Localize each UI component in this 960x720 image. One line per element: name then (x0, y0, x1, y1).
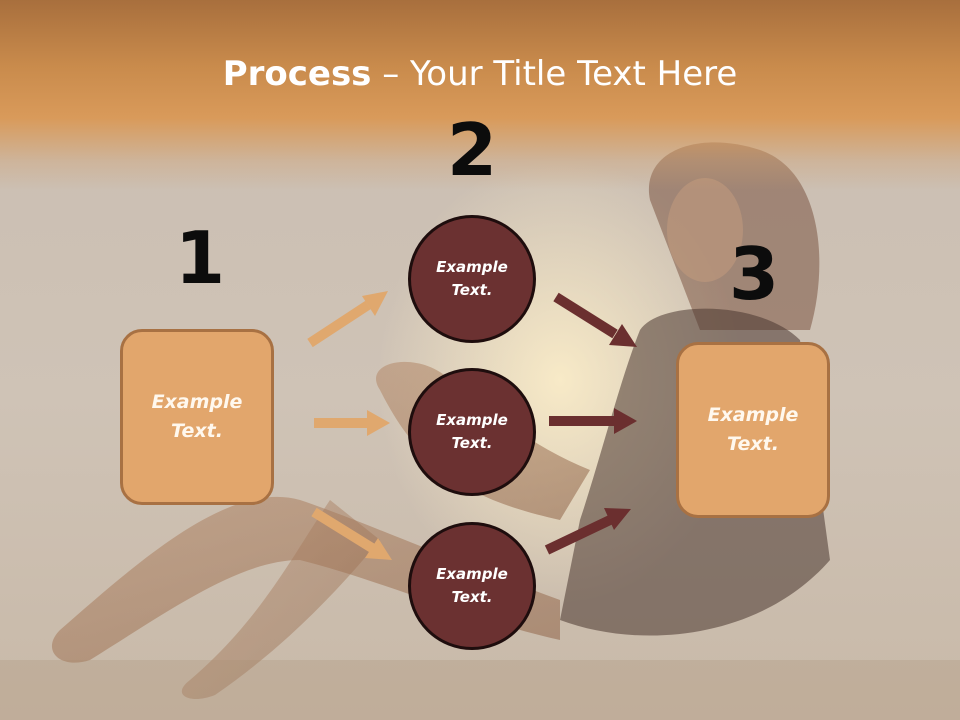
step-2-circle-middle-text: Example Text. (436, 411, 508, 452)
step-2-circle-middle[interactable]: Example Text. (408, 368, 536, 496)
arrow-2-to-3-top (553, 292, 637, 347)
step-2-circle-top-text: Example Text. (436, 258, 508, 299)
slide-title[interactable]: Process – Your Title Text Here (0, 52, 960, 96)
step-2-circle-bottom[interactable]: Example Text. (408, 522, 536, 650)
arrow-1-to-2-top (307, 291, 388, 348)
step-1-text: Example Text. (151, 391, 243, 442)
step-number-2: 2 (446, 108, 498, 192)
title-rest: – Your Title Text Here (371, 54, 738, 94)
arrow-1-to-2-bottom (311, 507, 392, 560)
step-1-box[interactable]: Example Text. (120, 329, 274, 505)
arrow-2-to-3-bottom (544, 508, 631, 555)
step-2-circle-bottom-text: Example Text. (436, 565, 508, 606)
title-strong: Process (222, 54, 372, 94)
step-number-1: 1 (174, 216, 226, 300)
arrow-1-to-2-middle (314, 410, 390, 436)
arrow-2-to-3-middle (549, 408, 637, 434)
step-3-text: Example Text. (707, 404, 799, 455)
step-number-3: 3 (728, 232, 780, 316)
step-2-circle-top[interactable]: Example Text. (408, 215, 536, 343)
step-3-box[interactable]: Example Text. (676, 342, 830, 518)
header-band (0, 0, 960, 190)
